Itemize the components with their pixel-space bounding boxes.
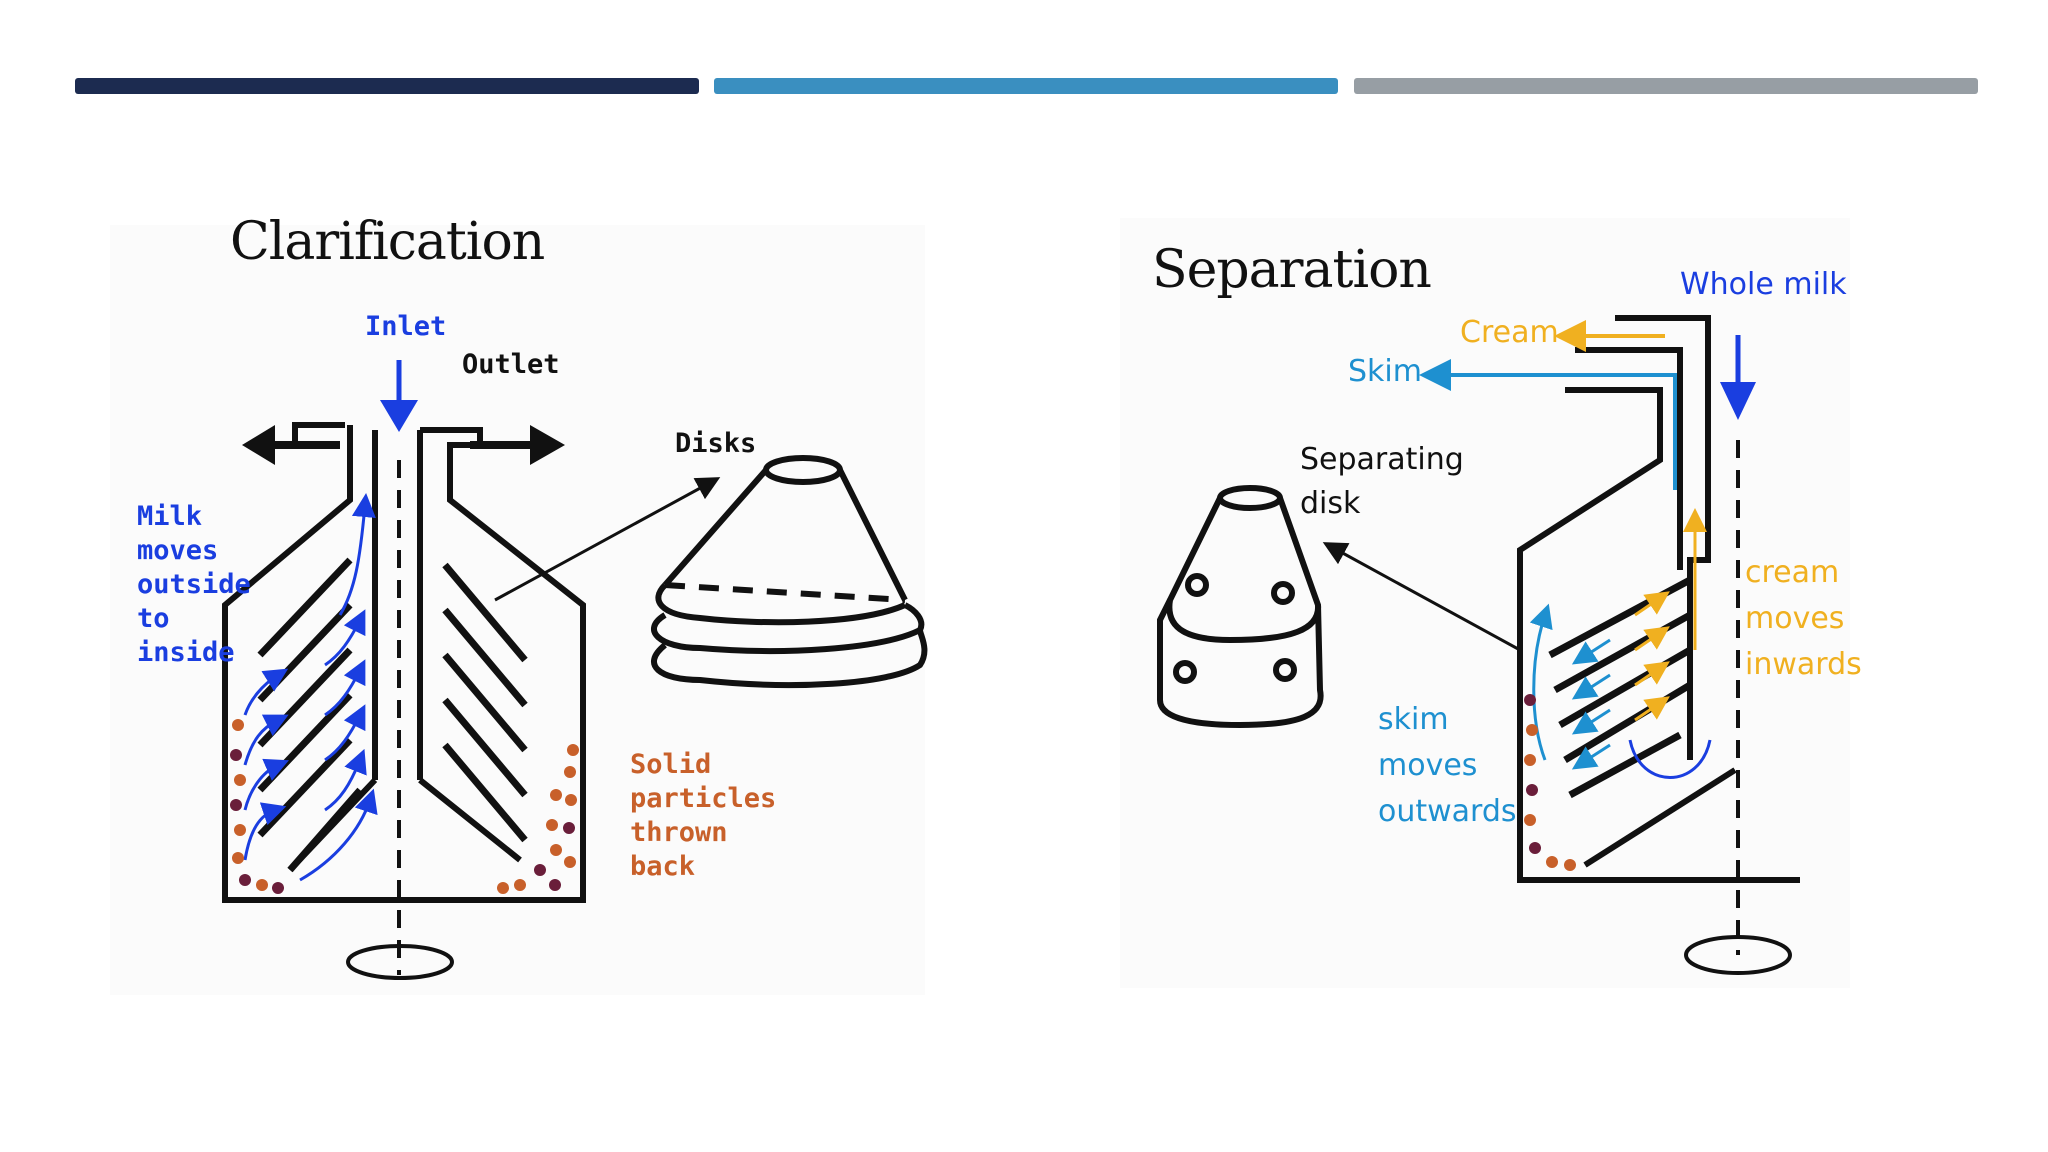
whole-milk-label: Whole milk: [1680, 267, 1847, 302]
milk-note: Milk moves outside to inside: [137, 501, 251, 668]
right-disks: [442, 562, 528, 843]
inlet-label: Inlet: [365, 311, 447, 342]
disks-pointer: [494, 477, 721, 602]
clarification-panel: [110, 225, 925, 995]
cream-label: Cream: [1460, 315, 1559, 350]
cream-note: cream moves inwards: [1745, 555, 1862, 682]
inlet-arrow-head: [380, 400, 418, 432]
skim-flow-arrows: [1529, 603, 1611, 770]
skim-label: Skim: [1348, 354, 1422, 389]
header-bar-blue: [714, 78, 1338, 94]
clarification-title: Clarification: [230, 212, 545, 272]
separator-solids: [1524, 694, 1576, 871]
rotation-icon: [346, 944, 454, 980]
skim-outlet-arrow: [1419, 359, 1677, 490]
separator-body: [1517, 315, 1800, 883]
outlet-label: Outlet: [462, 349, 560, 380]
solid-particles-right: [497, 744, 579, 894]
skim-note: skim moves outwards: [1378, 702, 1517, 829]
separating-disk-label: Separating disk: [1300, 442, 1464, 521]
milk-flow-arrows: [243, 493, 378, 882]
header-bar-gray: [1354, 78, 1978, 94]
separating-disk-pointer: [1322, 542, 1521, 652]
disk-stack: [651, 455, 928, 688]
header-bar-navy: [75, 78, 699, 94]
whole-milk-arrow-head: [1720, 382, 1756, 420]
separator-disks: [1548, 576, 1692, 799]
outlet-arrow-right-head: [530, 425, 565, 465]
outlet-arrow-left-head: [242, 425, 275, 465]
solids-note: Solid particles thrown back: [630, 749, 777, 882]
cream-flow-arrows: [1634, 508, 1707, 722]
disks-label: Disks: [675, 428, 757, 459]
separator-rotation-icon: [1684, 935, 1792, 975]
separating-disk: [1157, 485, 1324, 729]
separation-panel: [1120, 218, 1850, 988]
separation-title: Separation: [1152, 240, 1432, 300]
solid-particles-left: [230, 719, 284, 894]
center-flow-arrow: [1628, 739, 1712, 779]
